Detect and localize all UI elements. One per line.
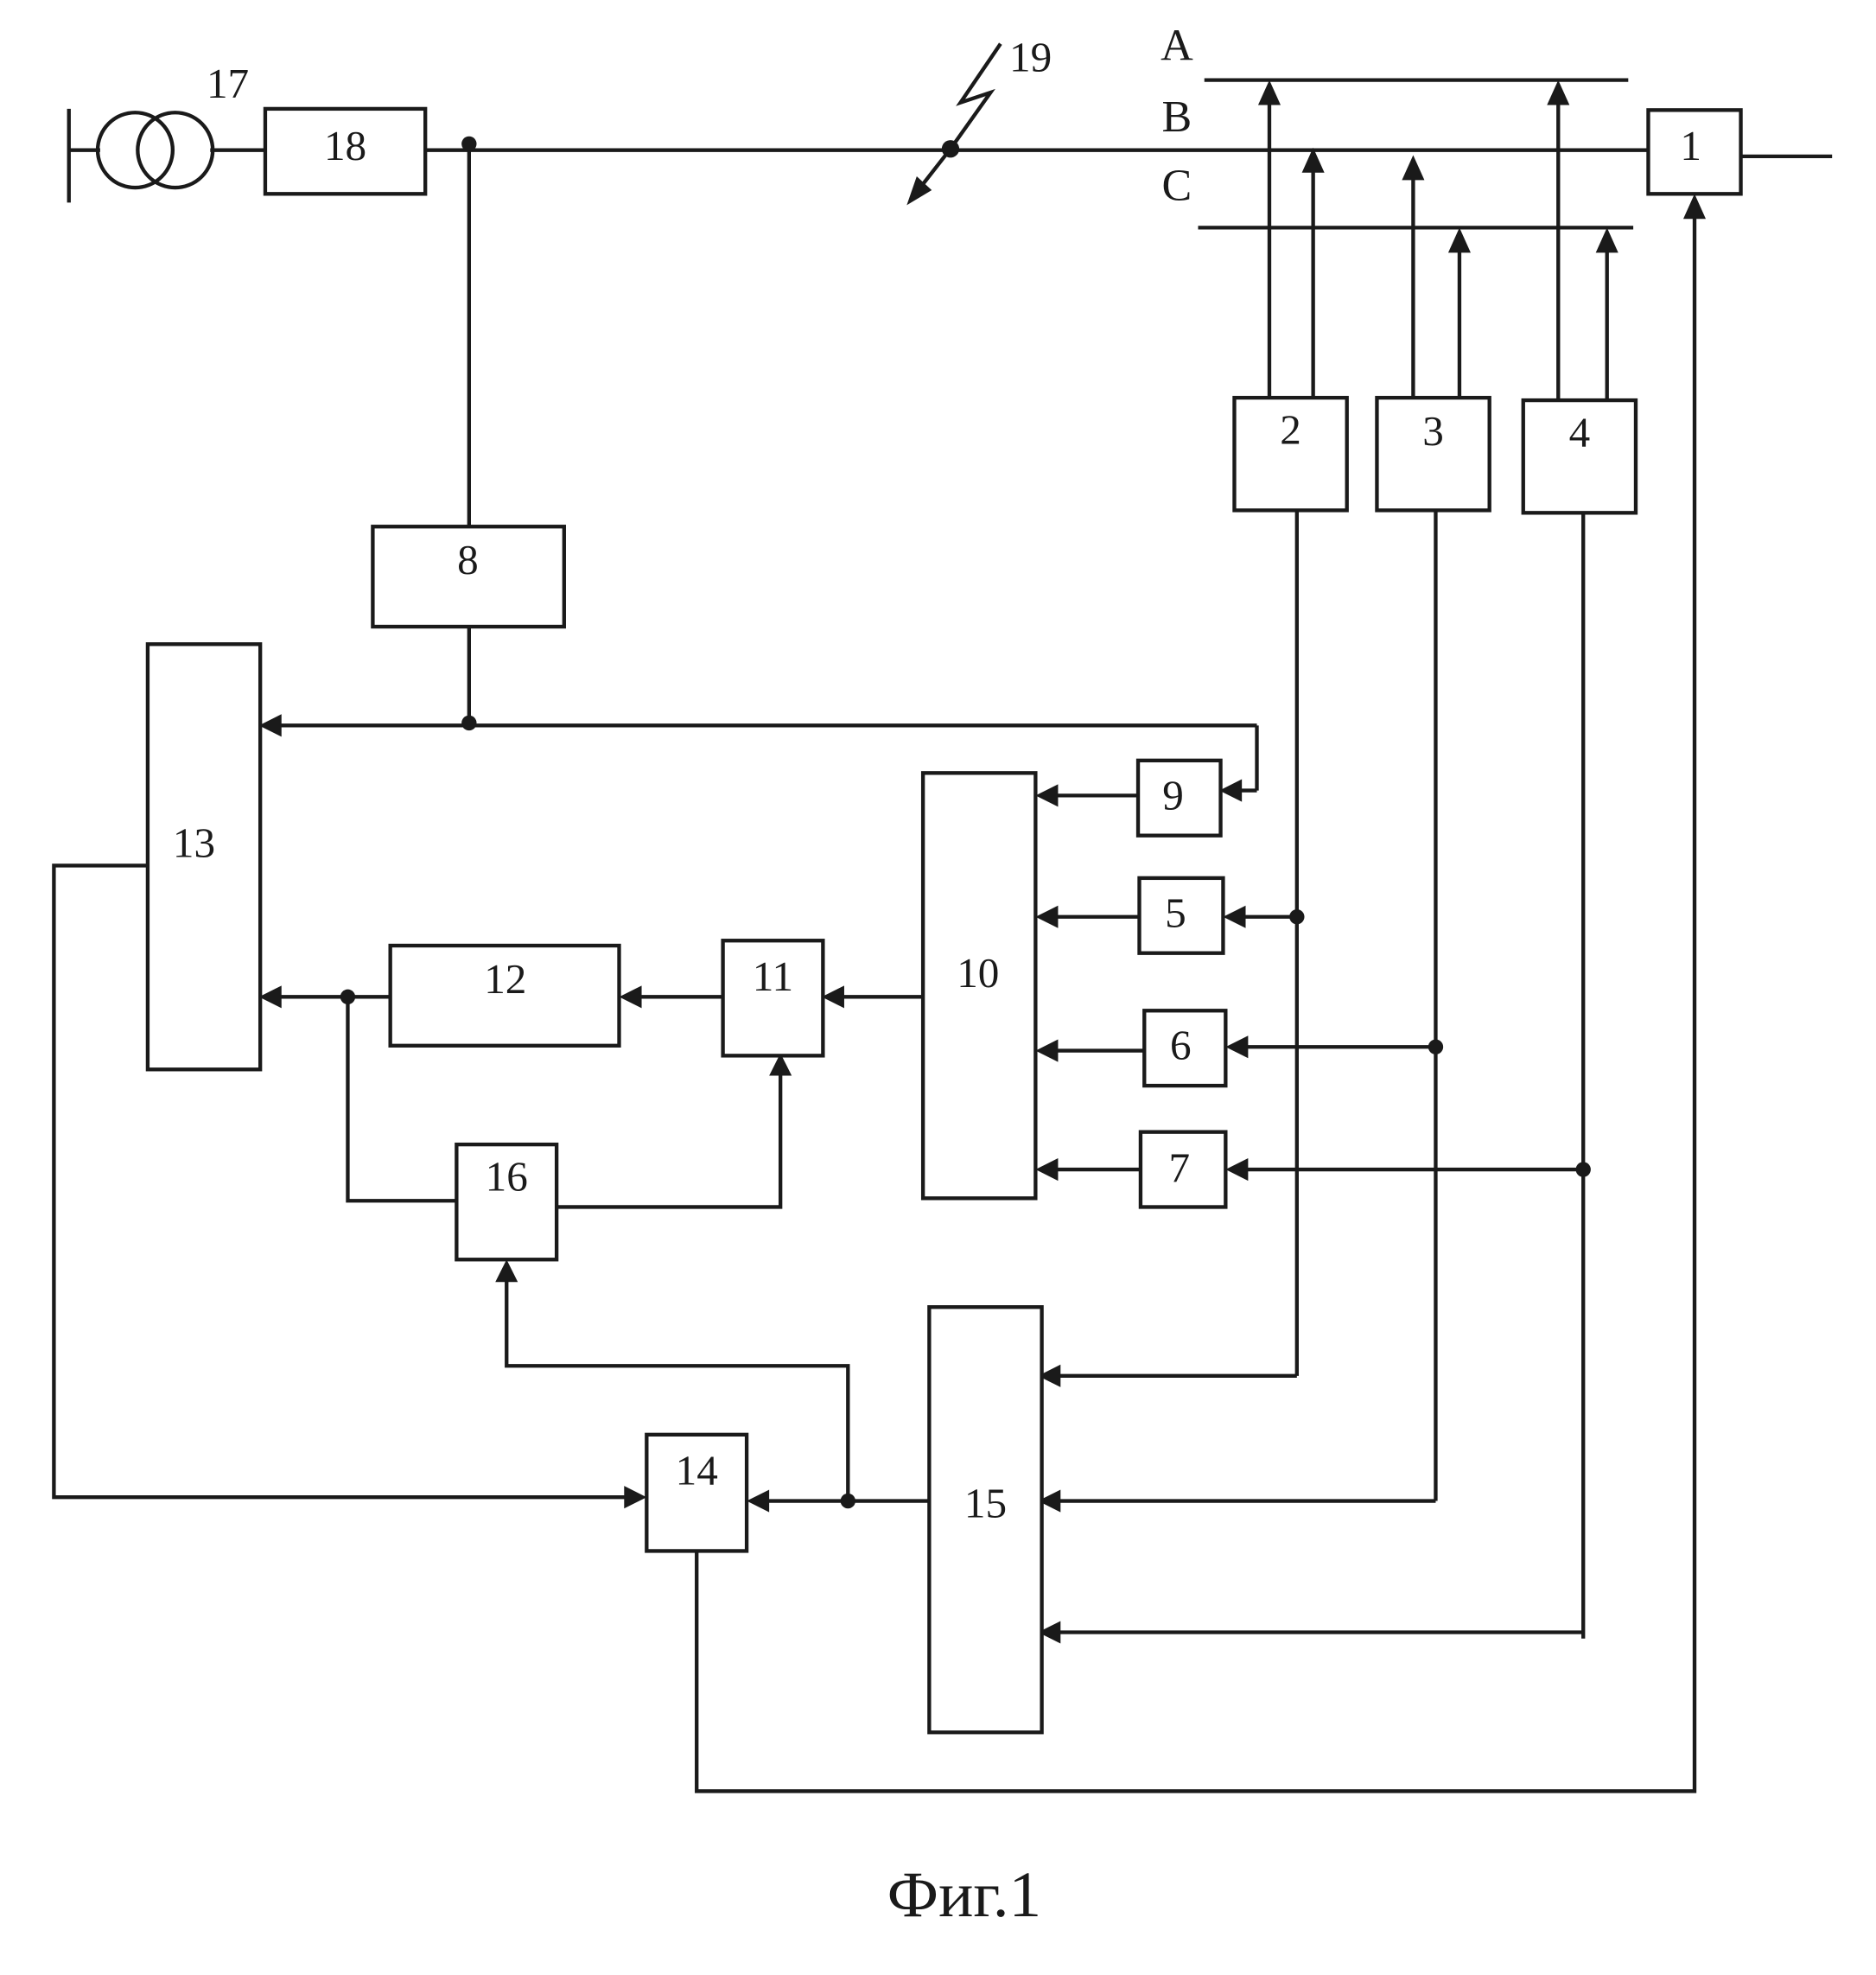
block-1-label: 1 — [1680, 122, 1701, 169]
transformer-winding-secondary — [137, 112, 213, 188]
block-7-label: 7 — [1168, 1144, 1190, 1192]
blocks — [148, 109, 1741, 1732]
junction-dot — [1428, 1040, 1443, 1054]
junction-dot — [340, 990, 355, 1004]
junction-dot — [1289, 909, 1304, 924]
arrow-12-13 — [259, 985, 282, 1008]
arrow-11-12 — [619, 985, 641, 1008]
block-10-label: 10 — [957, 949, 999, 997]
arrow-into-5 — [1223, 906, 1245, 928]
arrow-into-13-top — [259, 714, 282, 736]
block-12-label: 12 — [484, 955, 526, 1003]
arrow-into-6 — [1225, 1035, 1248, 1058]
block-5-label: 5 — [1165, 889, 1186, 936]
arrow-4-phase-a — [1547, 80, 1569, 105]
arrow-7-10 — [1035, 1158, 1058, 1181]
arrow-into-9 — [1219, 780, 1242, 802]
phase-c-label: C — [1162, 162, 1192, 211]
transformer-label: 17 — [207, 60, 249, 107]
arrow-6-10 — [1035, 1040, 1058, 1062]
junction-dot — [461, 137, 476, 151]
arrow-10-11 — [822, 985, 844, 1008]
block-15-label: 15 — [964, 1479, 1007, 1526]
figure-caption: Фиг.1 — [887, 1859, 1042, 1931]
arrow-5-10 — [1035, 906, 1058, 928]
junction-dot — [461, 716, 476, 730]
arrow-2-phase-a — [1258, 80, 1281, 105]
transformer-winding-primary — [98, 112, 173, 188]
phase-b-label: B — [1162, 92, 1192, 142]
block-6-label: 6 — [1170, 1022, 1192, 1069]
block-3-label: 3 — [1422, 407, 1444, 455]
transformer-symbol — [98, 112, 213, 188]
arrow-3-phase-c — [1448, 227, 1471, 252]
block-4-label: 4 — [1569, 409, 1591, 456]
junction-dot — [841, 1494, 855, 1508]
phase-a-label: A — [1161, 21, 1193, 70]
fault-point-dot — [942, 140, 959, 157]
block-13-label: 13 — [173, 819, 215, 866]
block-9-label: 9 — [1162, 771, 1184, 819]
arrow-into-7 — [1225, 1158, 1248, 1181]
block-2-label: 2 — [1280, 406, 1301, 454]
wire-16-11 — [556, 1069, 780, 1207]
block-16-label: 16 — [486, 1153, 528, 1201]
arrow-15-14 — [747, 1490, 769, 1513]
arrow-13-14 — [624, 1486, 646, 1508]
arrow-3-phase-b — [1402, 155, 1424, 180]
junction-dot — [1576, 1162, 1591, 1176]
arrow-4-phase-c — [1596, 227, 1618, 252]
fault-label: 19 — [1009, 33, 1052, 80]
arrow-9-10 — [1035, 784, 1058, 806]
block-8-label: 8 — [457, 536, 479, 583]
block-18-label: 18 — [324, 122, 366, 169]
arrow-15-16 — [495, 1259, 518, 1282]
block-14-label: 14 — [676, 1447, 718, 1494]
block-11-label: 11 — [753, 952, 793, 1000]
fault-zigzag — [951, 44, 1001, 150]
arrow-into-1 — [1683, 194, 1706, 219]
